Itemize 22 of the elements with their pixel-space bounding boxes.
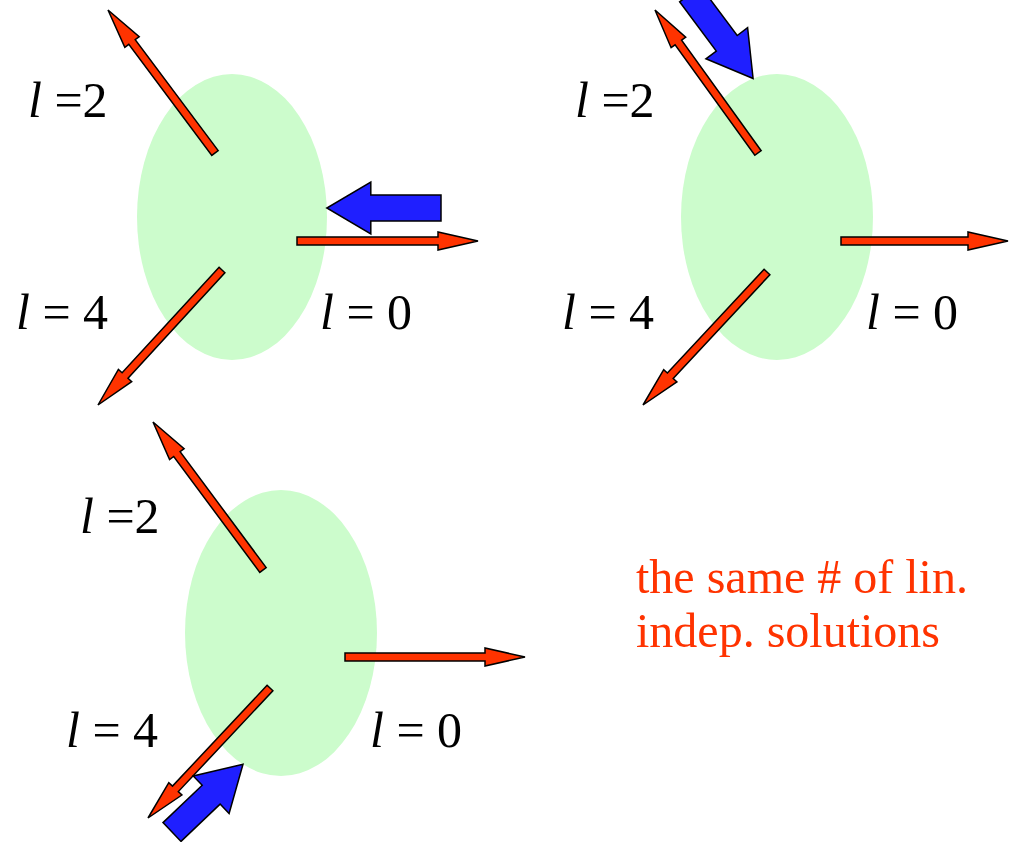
- thick-arrow: [678, 0, 754, 80]
- quantum-number-label: l =2: [28, 72, 109, 128]
- quantum-number-label: l = 0: [370, 702, 464, 758]
- quantum-number-label: l = 4: [66, 702, 160, 758]
- thick-arrow: [161, 763, 245, 842]
- quantum-number-label: l = 4: [16, 284, 110, 340]
- quantum-number-label: l = 4: [562, 284, 656, 340]
- arrow: [147, 684, 274, 819]
- arrow: [344, 647, 526, 667]
- arrow: [107, 9, 220, 157]
- arrow: [654, 9, 763, 157]
- arrow: [840, 231, 1009, 251]
- arrow: [296, 231, 479, 251]
- quantum-number-label: l = 0: [320, 284, 414, 340]
- arrow: [97, 266, 226, 406]
- arrow: [642, 268, 771, 406]
- quantum-number-label: l =2: [80, 488, 161, 544]
- thick-arrow: [325, 180, 442, 236]
- arrow: [152, 421, 268, 574]
- quantum-number-label: l =2: [575, 72, 656, 128]
- quantum-number-label: l = 0: [866, 284, 960, 340]
- note-text: the same # of lin. indep. solutions: [636, 550, 969, 658]
